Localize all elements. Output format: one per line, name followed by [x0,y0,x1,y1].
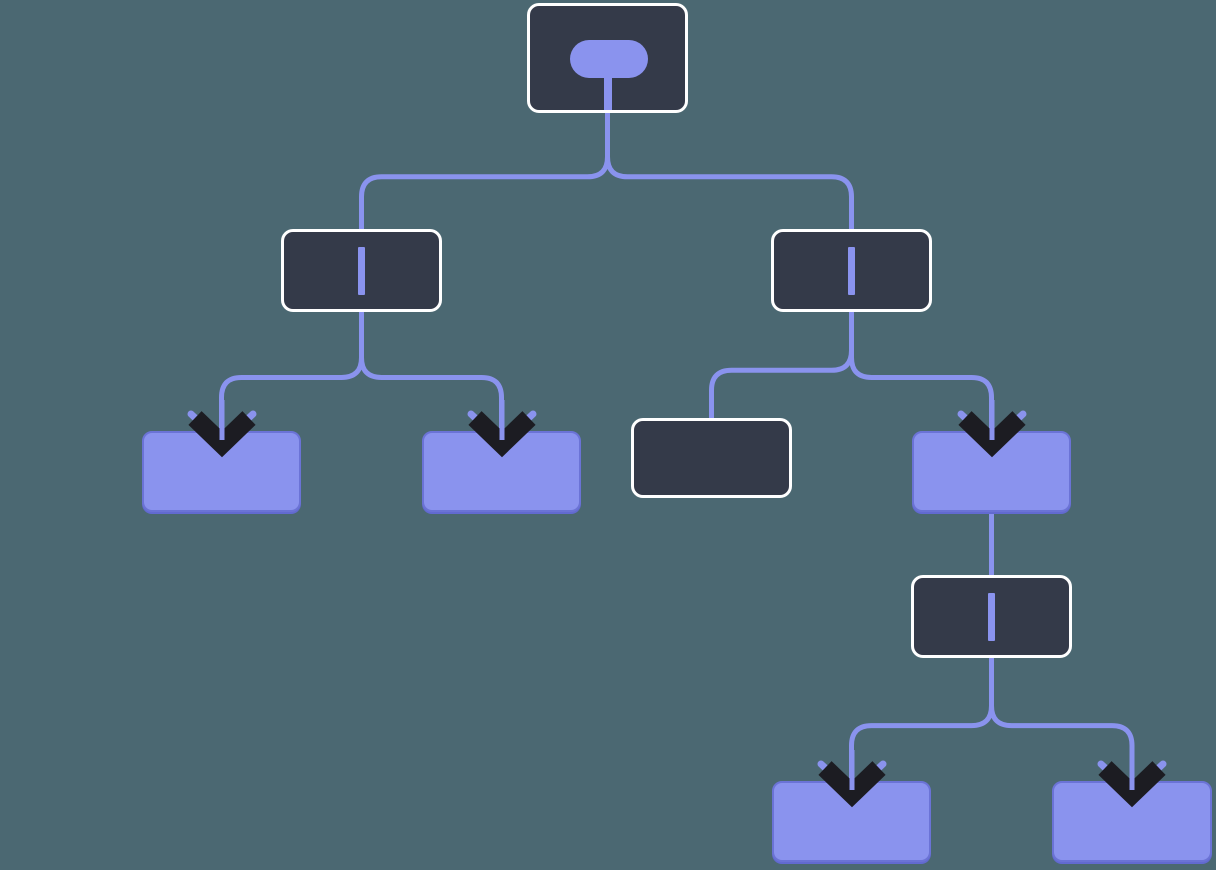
root-pill-marker [570,40,648,78]
arrowhead-body [818,761,886,808]
node-stripe-marker [848,247,855,295]
edge-root-to-right-branch [605,113,854,229]
arrowhead-body [188,411,256,458]
edge-right-branch-to-branch-leaf [849,312,994,431]
arrowhead-leaf-left-2 [467,400,537,458]
arrowhead-branch-leaf [957,400,1027,458]
arrowhead-body [468,411,536,458]
arrowhead-body [1098,761,1166,808]
edge-sub-branch-to-leaf-2 [989,658,1135,781]
arrowhead-body [958,411,1026,458]
edge-left-branch-to-leaf-2 [359,312,504,431]
arrowhead-bottom-leaf-1 [817,750,887,808]
arrowhead-leaf-left-1 [187,400,257,458]
node-stripe-marker [358,247,365,295]
node-stripe-marker [988,593,995,641]
arrowhead-bottom-leaf-2 [1097,750,1167,808]
root-stem-marker [604,78,612,110]
terminal-node-right[interactable] [631,418,792,498]
